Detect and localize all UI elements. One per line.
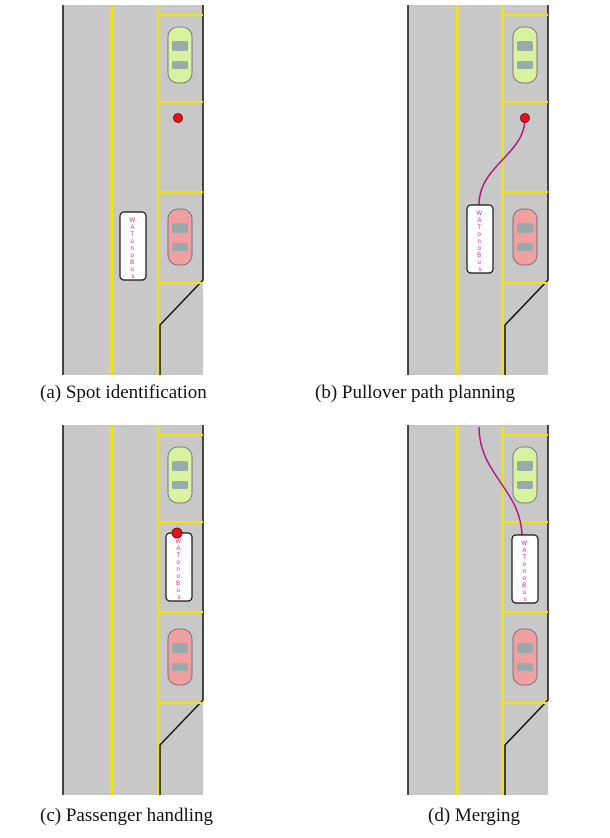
watonobus: W A T o n o B u s [119, 211, 147, 281]
scene-d: W A T o n o B u s [407, 425, 549, 795]
watonobus: W A T o n o B u s [165, 532, 193, 602]
parked-car-green [167, 446, 193, 504]
scene-c: W A T o n o B u s [62, 425, 204, 795]
panel-c: W A T o n o B u s (c) Passenger handling [40, 425, 360, 835]
caption-b: (b) Pullover path planning [315, 382, 515, 403]
caption-d: (d) Merging [428, 805, 520, 826]
pullover-path [478, 117, 526, 206]
panel-a: W A T o n o B u s (a) Spot identificatio… [40, 5, 360, 415]
parked-car-red [512, 208, 538, 266]
merge-path [478, 426, 523, 538]
panel-b: W A T o n o B u s (b) Pullover path plan… [315, 5, 610, 415]
road-right-edge [504, 425, 549, 795]
scene-b: W A T o n o B u s [407, 5, 549, 375]
parked-car-green [512, 446, 538, 504]
parked-car-green [512, 26, 538, 84]
bus-label: W A T o n o B u s [175, 539, 182, 601]
parked-car-red [512, 628, 538, 686]
road-right-edge [159, 5, 204, 375]
bus-label: W A T o n o B u s [476, 211, 483, 273]
road-right-edge [159, 425, 204, 795]
road-right-edge [504, 5, 549, 375]
bus-label: W A T o n o B u s [129, 218, 136, 280]
parked-car-red [167, 628, 193, 686]
parked-car-green [167, 26, 193, 84]
bus-label: W A T o n o B u s [521, 541, 528, 603]
panel-d: W A T o n o B u s (d) Merging [405, 425, 610, 835]
watonobus: W A T o n o B u s [511, 534, 539, 604]
caption-c: (c) Passenger handling [40, 805, 214, 826]
target-spot-marker [520, 113, 530, 123]
scene-a: W A T o n o B u s [62, 5, 204, 375]
caption-a: (a) Spot identification [40, 382, 207, 403]
parked-car-red [167, 208, 193, 266]
target-spot-marker [173, 113, 183, 123]
target-spot-marker [171, 527, 183, 539]
watonobus: W A T o n o B u s [466, 204, 494, 274]
